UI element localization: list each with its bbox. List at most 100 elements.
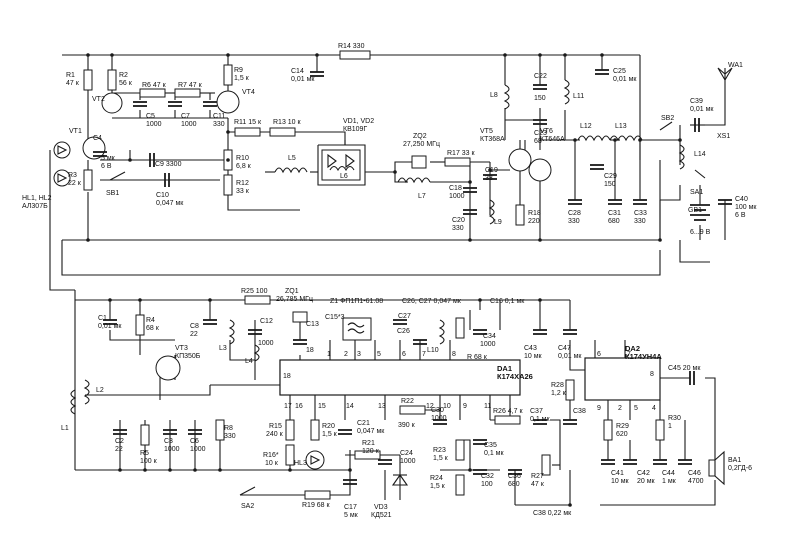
da1-pin: 14: [346, 403, 354, 410]
label-sb2: SB2: [661, 115, 674, 122]
label-l9: L9: [494, 219, 502, 226]
resistor-r7: [174, 88, 201, 98]
label-c27: C27: [398, 313, 411, 320]
label-hl3: HL3: [294, 460, 307, 467]
da1-pin: 13: [378, 403, 386, 410]
label-xs1: XS1: [717, 133, 730, 140]
inductor-l5: [274, 167, 308, 174]
inductor-l13: [609, 135, 643, 142]
label-l4: L4: [245, 358, 253, 365]
label-vt2: VT2: [92, 96, 105, 103]
resistor-r9: [223, 64, 233, 86]
resistor-r5: [140, 424, 150, 446]
label-c9: C9 3300: [155, 161, 182, 168]
inductor-l3: [228, 319, 235, 345]
resistor-r2: [107, 69, 117, 91]
label-l1: L1: [61, 425, 69, 432]
inductor-l9: [488, 199, 495, 225]
inductor-l8: [503, 84, 510, 110]
inductor-l6: [329, 165, 355, 172]
da1-pin: 11: [484, 403, 491, 410]
switch-sa2: [239, 486, 256, 496]
da1-pin: 9: [463, 403, 467, 410]
label-r7: R7 47 к: [178, 82, 203, 89]
da2-pin: 8: [650, 371, 654, 378]
transistor-vt1: [82, 136, 106, 160]
resistor-r8: [215, 419, 225, 441]
label-sa1: SA1: [690, 189, 703, 196]
transistor-vt6: [528, 158, 552, 182]
da2-pin: 4: [652, 405, 656, 412]
label-c26c27: C26, C27 0,047 мк: [402, 298, 462, 305]
inductor-l12: [577, 135, 611, 142]
da2-pin: 7: [627, 351, 631, 358]
speaker-ba1: [708, 459, 716, 477]
label-c38: C38: [573, 408, 586, 415]
junction-dots: [86, 53, 682, 507]
label-c15: C15*3: [325, 314, 345, 321]
resistor-r24: [455, 474, 465, 496]
transistor-vt2: [101, 92, 123, 114]
resistor-r12: [223, 174, 233, 196]
resistor-r6: [139, 88, 166, 98]
resistor-r26: [494, 415, 521, 425]
label-c45: C45 20 мк: [668, 365, 701, 372]
label-r13: R13 10 к: [273, 119, 302, 126]
inductor-l1: [70, 389, 77, 415]
resistor-r18: [515, 204, 525, 226]
label-r25: R25 100: [241, 288, 268, 295]
diode-vd3: [391, 474, 409, 486]
label-l2: L2: [96, 387, 104, 394]
label-r68k: R 68 к: [467, 354, 488, 361]
da1-pin: 3: [357, 351, 361, 358]
label-c38-value: C38 0,22 мк: [533, 510, 572, 517]
da1-pin: 5: [377, 351, 381, 358]
inductor-l14: [678, 144, 685, 170]
da1-pin: 2: [344, 351, 348, 358]
resistor-r15: [285, 419, 295, 441]
inductor-l4: [253, 344, 260, 362]
label-vt1: VT1: [69, 128, 82, 135]
label-l14: L14: [694, 151, 706, 158]
led-hl1: [53, 141, 71, 159]
label-wa1: WA1: [728, 62, 743, 69]
switch-sb2: [659, 121, 673, 131]
resistor-r11: [234, 127, 261, 137]
resistor-r14: [339, 50, 371, 60]
da2-pin: 2: [618, 405, 622, 412]
